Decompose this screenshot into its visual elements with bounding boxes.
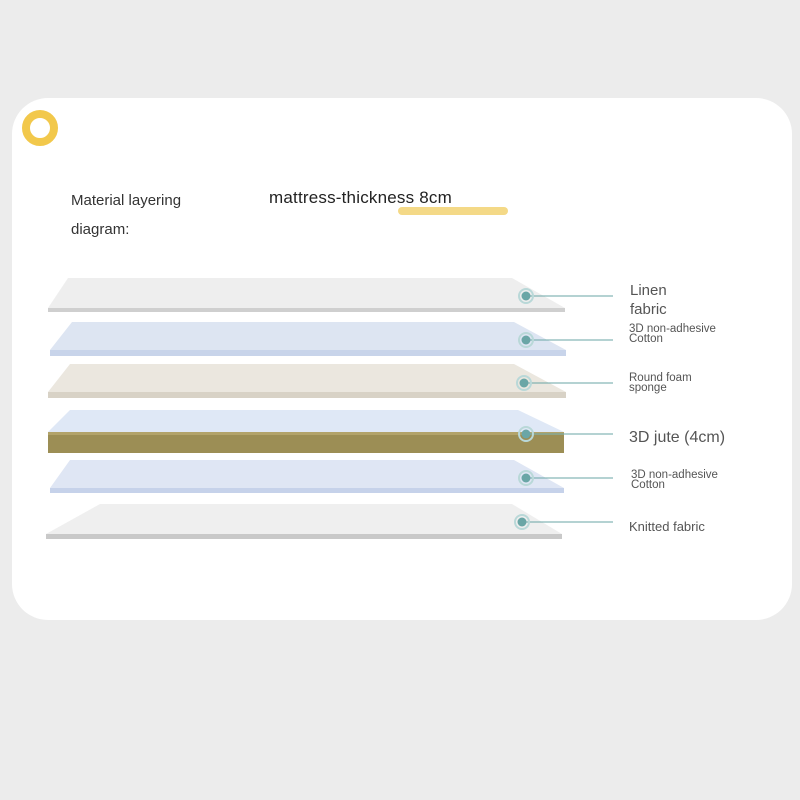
label-3d-cotton-bottom: 3D non-adhesive Cotton xyxy=(631,469,718,491)
diagram-caption: Material layering diagram: xyxy=(71,192,182,238)
layer-foam-sponge xyxy=(48,364,613,398)
label-3d-jute: 3D jute (4cm) xyxy=(629,429,726,446)
layer-3d-cotton-top xyxy=(50,322,613,356)
layer-3d-cotton-bottom xyxy=(50,460,613,493)
label-knitted-fabric: Knitted fabric xyxy=(629,519,705,534)
thickness-title: mattress-thickness 8cm xyxy=(269,188,452,207)
layer-linen-fabric xyxy=(48,278,613,312)
layer-3d-jute xyxy=(48,410,613,453)
label-3d-cotton-top: 3D non-adhesive Cotton xyxy=(629,323,716,345)
label-linen-fabric: Linen fabric xyxy=(630,282,667,318)
layer-knitted-fabric xyxy=(46,504,613,539)
ring-icon xyxy=(22,110,58,146)
label-foam-sponge: Round foam sponge xyxy=(629,372,692,394)
highlight-underline xyxy=(398,207,508,215)
